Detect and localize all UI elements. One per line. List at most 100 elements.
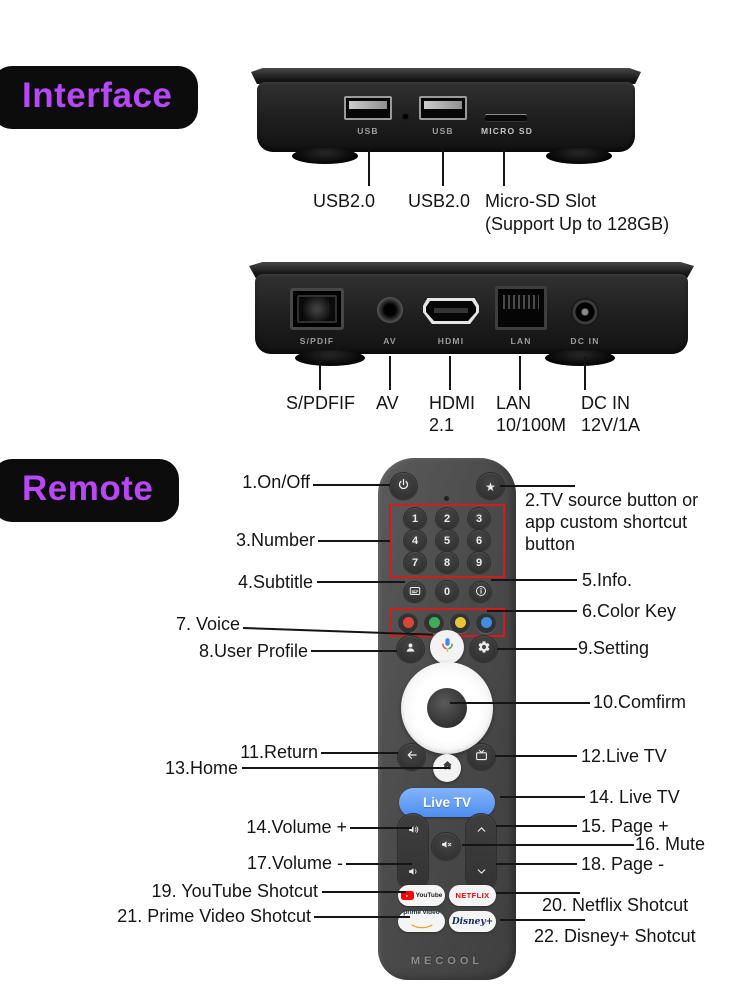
callout-mute: 16. Mute — [635, 834, 706, 854]
tv-box-rear-panel: S/PDIF AV HDMI LAN DC IN — [245, 262, 698, 374]
power-icon — [397, 478, 410, 496]
callout-line-16 — [462, 844, 634, 846]
dpad-ring — [401, 662, 493, 754]
pointer-line-lan — [519, 356, 521, 390]
pointer-line-av — [389, 356, 391, 390]
mute-icon — [440, 838, 453, 856]
lan-engraving: LAN — [510, 336, 532, 346]
callout-line-8 — [311, 650, 397, 652]
callout-user-profile: 8.User Profile — [198, 641, 308, 661]
number-key: 2 — [436, 508, 458, 530]
netflix-shortcut-button: NETFLIX — [449, 885, 496, 906]
device-foot — [295, 350, 365, 366]
volume-rocker — [398, 814, 428, 892]
disney-plus-shortcut-button: Disney+ — [449, 911, 496, 932]
usb-engraving: USB — [432, 126, 454, 136]
spdif-port — [290, 288, 344, 330]
callout-line-22 — [500, 919, 585, 921]
microsd-callout-line2: (Support Up to 128GB) — [485, 214, 670, 234]
callout-line-12 — [495, 755, 577, 757]
callout-volume-up: 14.Volume + — [246, 817, 347, 837]
callout-return: 11.Return — [240, 742, 318, 762]
av-callout: AV — [376, 393, 399, 413]
callout-line-19 — [322, 891, 406, 893]
callout-color-key: 6.Color Key — [582, 601, 677, 621]
info-button — [470, 582, 491, 603]
number-key: 9 — [468, 552, 490, 574]
device-top-lid — [251, 68, 641, 84]
number-key: 1 — [404, 508, 426, 530]
micro-sd-slot — [485, 115, 527, 121]
live-tv-key-button — [468, 744, 495, 771]
usb-engraving: USB — [357, 126, 379, 136]
callout-setting: 9.Setting — [578, 638, 650, 658]
subtitle-button — [404, 582, 425, 603]
return-button — [398, 744, 425, 771]
av-jack-port — [377, 297, 403, 323]
youtube-logo: YouTube — [415, 892, 443, 899]
dcin-callout: DC IN — [581, 393, 630, 413]
yellow-color-key — [450, 612, 470, 633]
callout-tv-source: 2.TV source button or app custom shortcu… — [525, 490, 699, 554]
youtube-shortcut-button: YouTube — [398, 885, 445, 906]
hdmi-port — [423, 298, 479, 324]
callout-live-tv-key: 12.Live TV — [581, 746, 667, 766]
reset-pinhole — [403, 114, 408, 119]
user-profile-icon — [404, 641, 417, 659]
subtitle-icon — [409, 584, 421, 602]
number-key: 5 — [436, 530, 458, 552]
lan-callout: LAN — [496, 393, 532, 413]
voice-button — [430, 630, 464, 664]
usb2-callout: USB2.0 — [408, 191, 471, 211]
callout-voice: 7. Voice — [175, 614, 240, 634]
callout-on-off: 1.On/Off — [242, 472, 310, 492]
callout-line-6 — [487, 610, 577, 612]
callout-info: 5.Info. — [582, 570, 633, 590]
tv-box-front-panel: USB USB MICRO SD — [247, 68, 645, 172]
power-button — [390, 473, 417, 500]
number-key: 3 — [468, 508, 490, 530]
callout-line-9 — [497, 648, 577, 650]
av-engraving: AV — [383, 336, 397, 346]
spdif-callout: S/PDFIF — [286, 393, 356, 413]
back-arrow-icon — [405, 748, 419, 767]
user-profile-button — [397, 636, 424, 663]
usb-port-1 — [344, 96, 392, 120]
volume-down-icon — [407, 865, 420, 883]
callout-netflix: 20. Netflix Shotcut — [542, 895, 689, 915]
dcin-engraving: DC IN — [570, 336, 600, 346]
pointer-line-usb2 — [442, 150, 444, 186]
callout-home: 13.Home — [164, 758, 238, 778]
callout-youtube: 19. YouTube Shotcut — [151, 881, 318, 901]
dc-in-port — [571, 298, 599, 326]
callout-number: 3.Number — [235, 530, 315, 550]
mecool-brand: MECOOL — [410, 955, 484, 967]
callout-line-17 — [346, 863, 412, 865]
usb-port-2 — [419, 96, 467, 120]
page-down-icon — [475, 865, 488, 883]
mute-button — [432, 833, 460, 861]
callout-line-18 — [496, 863, 577, 865]
device-foot — [292, 148, 358, 164]
callout-line-2 — [500, 485, 575, 487]
callout-line-15 — [496, 825, 577, 827]
number-key: 4 — [404, 530, 426, 552]
spdif-engraving: S/PDIF — [299, 336, 335, 346]
number-key: 7 — [404, 552, 426, 574]
interface-section-badge: Interface — [0, 66, 199, 129]
prime-smile-icon — [410, 916, 433, 934]
callout-line-1 — [313, 484, 390, 486]
youtube-play-icon — [400, 891, 414, 900]
callout-prime-video: 21. Prime Video Shotcut — [117, 906, 311, 926]
callout-confirm: 10.Comfirm — [593, 692, 687, 712]
lan-port — [495, 286, 547, 330]
device-foot — [545, 350, 615, 366]
remote-control: ★ 1 2 3 4 5 6 7 8 9 0 — [378, 458, 516, 980]
number-key: 8 — [436, 552, 458, 574]
device-foot — [546, 148, 612, 164]
number-key: 6 — [468, 530, 490, 552]
remote-section-badge: Remote — [0, 459, 180, 522]
disney-plus-logo: Disney+ — [451, 916, 494, 927]
number-pad-highlight-frame: 1 2 3 4 5 6 7 8 9 — [389, 504, 505, 578]
callout-line-14-left — [350, 827, 412, 829]
